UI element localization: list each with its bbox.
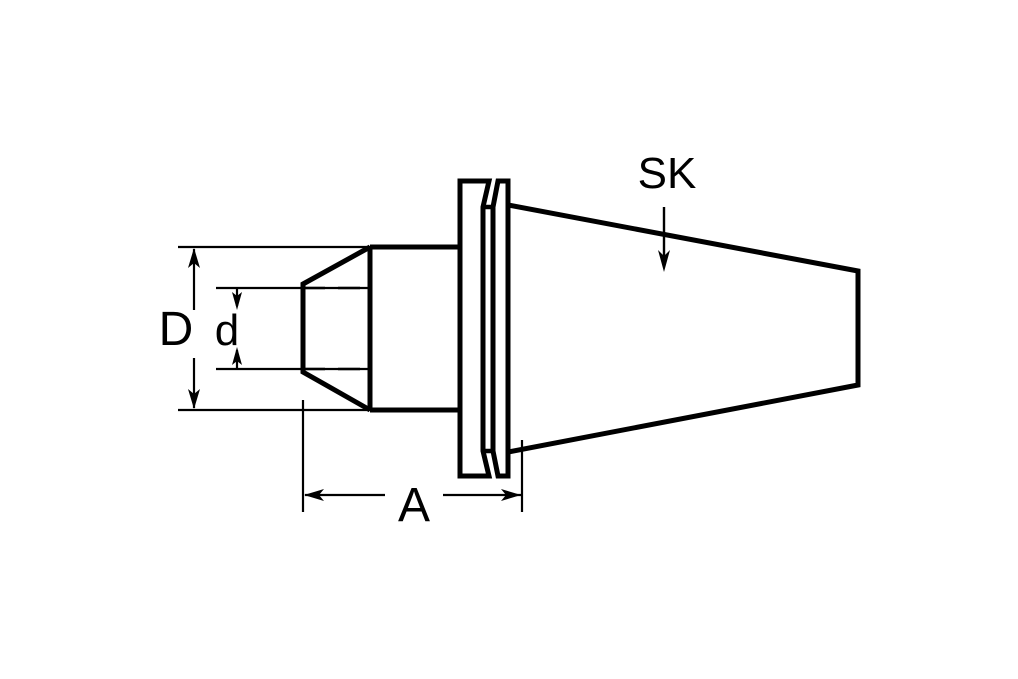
flange-right-plate: [490, 178, 511, 479]
a-arrow-left: [304, 489, 324, 501]
a-arrow-right: [501, 489, 521, 501]
d-minor-arrow-down: [232, 292, 242, 310]
dimension-label-d: d: [215, 306, 239, 355]
pilot-cone: [300, 244, 372, 413]
flange-left-plate: [457, 178, 493, 479]
d-minor-arrow-up: [232, 347, 242, 365]
sk-taper-cone: [507, 202, 861, 455]
shank-body: [367, 244, 460, 413]
d-major-arrow-up: [188, 248, 200, 268]
leader-label-SK: SK: [638, 149, 697, 198]
sk-leader-arrow: [658, 250, 670, 272]
dimension-label-A: A: [398, 479, 430, 532]
d-major-arrow-down: [188, 389, 200, 409]
dimension-label-D: D: [159, 303, 194, 356]
